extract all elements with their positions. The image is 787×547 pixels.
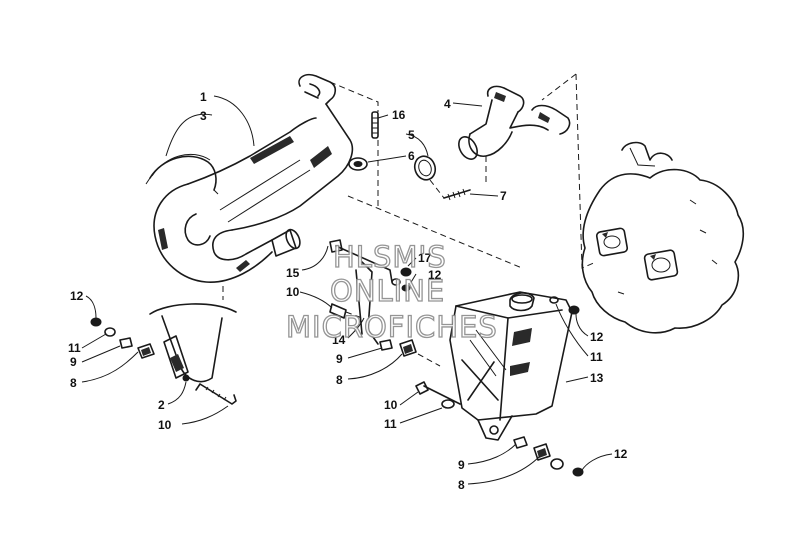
callout-8-lower: 8 [458, 478, 465, 492]
engine-block [581, 141, 745, 334]
grommet [348, 157, 368, 171]
callout-15: 15 [286, 266, 300, 280]
callout-12-left: 12 [70, 289, 84, 303]
watermark-line-3: MICROFICHES [286, 310, 498, 344]
spring-hanger [145, 153, 219, 195]
callout-17: 17 [418, 251, 432, 265]
watermark-line-1: HLSM'S [333, 240, 447, 274]
callout-14: 14 [332, 333, 346, 347]
alignment-lines [222, 73, 597, 300]
callout-12-lower: 12 [614, 447, 628, 461]
left-fastener-stack [90, 317, 237, 405]
callout-9-middle: 9 [336, 352, 343, 366]
watermark: HLSM'S ONLINE MICROFICHES [285, 239, 498, 344]
callout-10-lower: 10 [384, 398, 398, 412]
pipe-bracket [149, 303, 237, 383]
callout-8-left: 8 [70, 376, 77, 390]
y-pipe-manifold [458, 85, 571, 160]
callout-11-lower: 11 [384, 417, 397, 431]
callout-16: 16 [392, 108, 406, 122]
callout-11-right: 11 [590, 350, 603, 364]
callout-9-left: 9 [70, 355, 77, 369]
callout-10-left: 10 [158, 418, 172, 432]
callout-5: 5 [408, 128, 415, 142]
exhaust-spring [443, 188, 471, 201]
callout-2: 2 [158, 398, 165, 412]
watermark-line-2: ONLINE [330, 274, 445, 308]
callout-8-middle: 8 [336, 373, 343, 387]
callout-7: 7 [500, 189, 507, 203]
stud [371, 111, 379, 139]
right-fastener-stack [415, 296, 584, 477]
callout-labels: 1 3 4 16 5 6 7 15 17 12 10 12 11 9 8 14 … [68, 90, 628, 492]
callout-3: 3 [200, 109, 207, 123]
expansion-chamber [153, 73, 354, 283]
callout-4: 4 [444, 97, 451, 111]
callout-12-right: 12 [590, 330, 604, 344]
callout-6: 6 [408, 149, 415, 163]
callout-9-lower: 9 [458, 458, 465, 472]
clamp [413, 155, 437, 181]
callout-12-upper: 12 [428, 268, 442, 282]
callout-1: 1 [200, 90, 207, 104]
reservoir-tank [449, 291, 573, 441]
leader-lines [81, 95, 613, 485]
callout-10-middle: 10 [286, 285, 300, 299]
callout-13: 13 [590, 371, 604, 385]
callout-11-left: 11 [68, 341, 81, 355]
